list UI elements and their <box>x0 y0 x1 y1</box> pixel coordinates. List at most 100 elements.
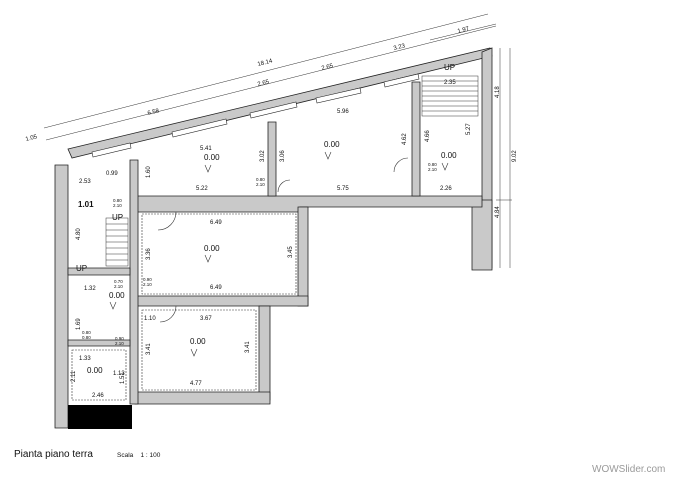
stair-width-top: 2.53 <box>79 179 91 185</box>
hall-height-left: 3.36 <box>146 248 152 260</box>
stairs-right <box>421 75 479 117</box>
r2-level: 0.00 <box>324 140 340 149</box>
dim-left-small: 1.05 <box>25 134 38 143</box>
window-1 <box>91 142 132 158</box>
hall-right-wall <box>297 206 309 307</box>
up-labels: UP UP UP <box>76 63 455 273</box>
r3-height-left: 4.66 <box>425 130 431 142</box>
dim-top-left: 6.58 <box>147 108 160 117</box>
inner-vertical-wall <box>129 159 139 405</box>
hall-bottom-wall <box>134 295 309 307</box>
scale-label: Scala <box>117 452 134 459</box>
plan-title: Pianta piano terra <box>14 449 93 460</box>
up-label-lower: UP <box>76 264 87 273</box>
wc-height-left: 2.11 <box>71 370 77 382</box>
level-markers: 0.00 0.00 0.00 1.01 0.00 0.00 0.00 0.00 <box>78 140 457 375</box>
door-tag-lobby-h: 2.10 <box>114 284 123 289</box>
bottom-room-width-top: 3.67 <box>200 316 212 322</box>
r2-width-bottom: 5.75 <box>337 186 349 192</box>
hall-width-top: 6.49 <box>210 220 222 226</box>
wc-width-small: 1.13 <box>113 371 125 377</box>
window-4 <box>315 87 362 104</box>
bottom-room-level: 0.00 <box>190 337 206 346</box>
door-tag-stair: 0.80 <box>113 198 122 203</box>
door-tag-hall-h: 2.10 <box>143 282 152 287</box>
right-bottom-wall <box>471 199 493 271</box>
door-tag-bottom-h: 2.10 <box>115 341 124 346</box>
hall-level: 0.00 <box>204 244 220 253</box>
dim-total-top: 18.14 <box>257 58 274 68</box>
door-tag-r3: 0.80 <box>428 162 437 167</box>
r1-level: 0.00 <box>204 153 220 162</box>
stair-bottom-wall <box>67 267 131 276</box>
wc-height-right: 1.51 <box>120 372 126 384</box>
windows <box>91 73 420 158</box>
dim-top-right-a: 3.23 <box>393 43 406 52</box>
stair-width-bottom: 1.32 <box>84 286 96 292</box>
r2-height-left: 3.06 <box>280 150 286 162</box>
r3-width-top: 2.35 <box>444 80 456 86</box>
dimension-labels: 18.14 6.58 3.23 1.97 2.65 2.65 1.05 4.18… <box>25 26 518 399</box>
left-outer-wall <box>54 164 69 429</box>
bottom-room-height-right: 3.41 <box>245 341 251 353</box>
door-tag-lobby: 0.70 <box>114 279 123 284</box>
stair-height: 4.80 <box>76 228 82 240</box>
scale-value: 1 : 100 <box>140 452 161 459</box>
lobby-height: 1.69 <box>76 318 82 330</box>
wc-level: 0.00 <box>87 366 103 375</box>
r3-width-bottom: 2.26 <box>440 186 452 192</box>
r1-height-right: 3.02 <box>260 150 266 162</box>
solid-block <box>68 405 132 429</box>
room-outlines <box>71 213 297 401</box>
watermark: WOWSlider.com <box>592 464 666 475</box>
level-arrows <box>109 151 449 357</box>
door-tag-wc: 0.80 <box>82 330 91 335</box>
stairs-left <box>105 217 129 267</box>
dim-top-seg-b: 2.65 <box>321 63 334 72</box>
r3-level: 0.00 <box>441 151 457 160</box>
lobby-bottom-wall <box>67 339 131 347</box>
bottom-wall <box>134 391 271 405</box>
dim-right-outer-bottom: 4.84 <box>495 206 501 218</box>
r1-width-top: 5.41 <box>200 146 212 152</box>
up-label-right-stair: UP <box>444 63 455 72</box>
partition-r1-r2 <box>267 121 277 197</box>
middle-horizontal-wall <box>134 195 483 213</box>
bottom-room-width-small: 1.10 <box>144 316 156 322</box>
wc-width-bottom: 2.46 <box>92 393 104 399</box>
dim-top-seg-a: 2.65 <box>257 79 270 88</box>
stair-level: 1.01 <box>78 200 94 209</box>
window-2 <box>171 118 228 138</box>
dim-right-outer-total: 9.02 <box>512 150 518 162</box>
hall-height-right: 3.45 <box>288 246 294 258</box>
r1-height-left: 1.60 <box>146 166 152 178</box>
partition-r2-r3 <box>411 81 421 197</box>
bottom-room-width-bottom: 4.77 <box>190 381 202 387</box>
door-tag-bottom: 0.90 <box>115 336 124 341</box>
plan-scale: Scala 1 : 100 <box>117 452 160 459</box>
dimension-lines <box>43 13 512 268</box>
up-label-left-stair: UP <box>112 213 123 222</box>
door-tag-r3-h: 2.10 <box>428 167 437 172</box>
door-tag-r1-h: 2.10 <box>256 182 265 187</box>
door-tag-hall: 0.90 <box>143 277 152 282</box>
door-swings <box>157 157 409 323</box>
hall-width-bottom: 6.49 <box>210 285 222 291</box>
stair-width-small: 0.99 <box>106 171 118 177</box>
door-tag-wc-h: 0.80 <box>82 335 91 340</box>
door-tag-stair-h: 2.10 <box>113 203 122 208</box>
dim-top-right-b: 1.97 <box>457 26 470 35</box>
r2-height-right: 4.62 <box>402 133 408 145</box>
door-tag-r1: 0.80 <box>256 177 265 182</box>
r2-width-top: 5.96 <box>337 109 349 115</box>
r3-height-right: 5.27 <box>466 123 472 135</box>
r1-width-bottom: 5.22 <box>196 186 208 192</box>
window-3 <box>249 101 298 119</box>
dim-right-outer-top: 4.18 <box>495 86 501 98</box>
lobby-level: 0.00 <box>109 291 125 300</box>
window-5 <box>383 73 420 88</box>
bottom-room-height-left: 3.41 <box>146 343 152 355</box>
opening-tags: 0.80 2.10 0.80 2.10 0.80 2.10 0.90 2.10 … <box>82 162 437 346</box>
walls <box>54 47 493 429</box>
